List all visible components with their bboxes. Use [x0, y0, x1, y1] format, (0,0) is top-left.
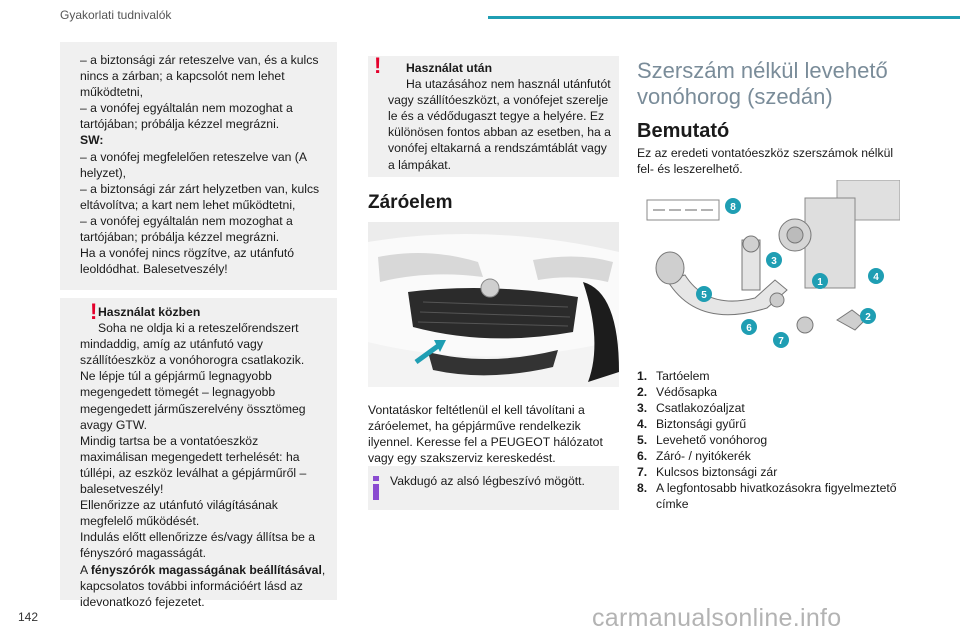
list-item: 8. A legfontosabb hivatkozásokra figyelme…: [637, 480, 912, 512]
list-item: 3. Csatlakozóaljzat: [637, 400, 912, 416]
notice-box-checks: – a biztonsági zár reteszelve van, és a …: [60, 42, 337, 290]
warning-box-during-use: ! Használat közben Soha ne oldja ki a re…: [60, 298, 337, 609]
warning-text: Mindig tartsa be a vontatóeszköz maximál…: [80, 433, 307, 497]
box-line: Ha a vonófej nincs rögzítve, az utánfutó…: [80, 246, 295, 277]
box-line: – a biztonsági zár reteszelve van, és a …: [80, 53, 319, 100]
car-front-illustration: [368, 222, 619, 387]
intro-text: Ez az eredeti vontatóeszköz szerszámok n…: [637, 146, 894, 177]
list-item: 4. Biztonsági gyűrű: [637, 416, 912, 432]
warning-text: Ne lépje túl a gépjármű legnagyobb megen…: [80, 369, 306, 432]
list-item: 5. Levehető vonóhorog: [637, 432, 912, 448]
item-number: 2.: [637, 385, 648, 399]
car-front-drawing: [368, 222, 619, 387]
item-number: 3.: [637, 401, 648, 415]
info-box: Vakdugó az alsó légbeszívó mögött.: [368, 466, 619, 510]
info-icon: [373, 476, 379, 500]
section-heading-bemutato: Bemutató: [637, 120, 730, 142]
item-number: 1.: [637, 369, 648, 383]
list-item: 2. Védősapka: [637, 384, 912, 400]
callout-3: 3: [771, 256, 777, 267]
zaroelem-text: Vontatáskor feltétlenül el kell távolíta…: [368, 403, 603, 466]
section-heading-zaroelem: Záróelem: [368, 192, 453, 213]
callout-4: 4: [873, 272, 879, 283]
bold-reference: fényszórók magasságának beállításával: [90, 562, 322, 577]
item-label: Védősapka: [656, 385, 717, 399]
callout-6: 6: [746, 323, 752, 334]
page-title: Szerszám nélkül levehető vonóhorog (szed…: [637, 58, 888, 109]
page-number: 142: [18, 610, 39, 624]
item-number: 5.: [637, 433, 648, 447]
text-span: A: [80, 562, 91, 577]
info-text: Vakdugó az alsó légbeszívó mögött.: [390, 474, 585, 488]
list-item: 6. Záró- / nyitókerék: [637, 448, 912, 464]
warning-icon: !: [374, 53, 382, 78]
item-label: Tartóelem: [656, 369, 710, 383]
item-label: Levehető vonóhorog: [656, 433, 768, 447]
parts-list: 1. Tartóelem 2. Védősapka 3. Csatlakozóaljz…: [637, 368, 912, 512]
box-line: – a vonófej megfelelően reteszelve van (…: [80, 149, 307, 180]
warning-text: A fényszórók magasságának beállításával,…: [80, 562, 329, 610]
warning-text: Ellenőrizze az utánfutó világításának me…: [80, 498, 278, 529]
header-accent-bar: [488, 16, 960, 19]
item-number: 6.: [637, 449, 648, 463]
callout-7: 7: [778, 336, 784, 347]
item-label: Biztonsági gyűrű: [656, 417, 747, 431]
item-number: 8.: [637, 481, 648, 495]
callout-2: 2: [865, 312, 871, 323]
box-line-sw: SW:: [80, 133, 104, 148]
item-label: Csatlakozóaljzat: [656, 401, 745, 415]
tow-hitch-drawing: 1 2 3 4 5 6 7 8: [646, 179, 901, 348]
item-label: Záró- / nyitókerék: [656, 449, 751, 463]
text-span: , kapcsolatos további információért lásd…: [80, 562, 326, 609]
watermark: carmanualsonline.info: [592, 604, 842, 632]
warning-icon: !: [90, 299, 98, 324]
list-item: 7. Kulcsos biztonsági zár: [637, 464, 912, 480]
item-label: Kulcsos biztonsági zár: [656, 465, 778, 479]
callout-8: 8: [730, 202, 736, 213]
item-number: 7.: [637, 465, 648, 479]
box-line: – a vonófej egyáltalán nem mozoghat a ta…: [80, 101, 293, 132]
running-header: Gyakorlati tudnivalók: [60, 8, 172, 22]
warning-title: Használat közben: [98, 305, 201, 319]
box-line: – a vonófej egyáltalán nem mozoghat a ta…: [80, 213, 293, 245]
tow-hitch-illustration: 1 2 3 4 5 6 7 8: [637, 179, 901, 352]
callout-5: 5: [701, 290, 707, 301]
item-number: 4.: [637, 417, 648, 431]
warning-text: Indulás előtt ellenőrizze és/vagy állíts…: [80, 530, 316, 561]
warning-title: Használat után: [406, 61, 493, 75]
item-label: A legfontosabb hivatkozásokra figyelmezt…: [656, 481, 897, 511]
list-item: 1. Tartóelem: [637, 368, 912, 384]
box-line: – a biztonsági zár zárt helyzetben van, …: [80, 181, 320, 212]
warning-text: Soha ne oldja ki a reteszelőrendszert mi…: [80, 321, 305, 368]
warning-text: Ha utazásához nem használ utánfutót vagy…: [388, 77, 611, 172]
warning-box-after-use: ! Használat után Ha utazásához nem haszn…: [368, 53, 619, 177]
callout-1: 1: [817, 277, 823, 288]
